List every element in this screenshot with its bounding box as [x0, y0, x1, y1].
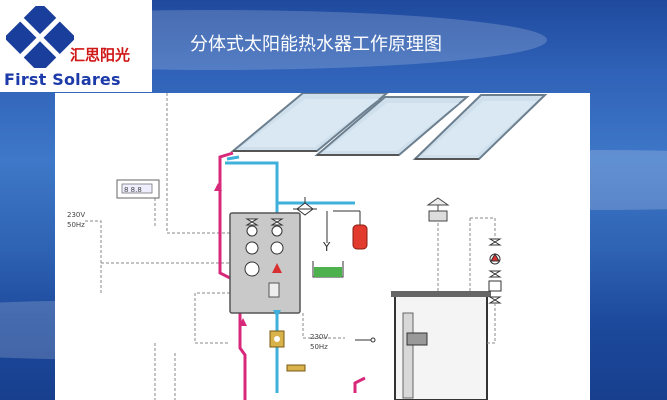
solar-collector-right	[412, 94, 548, 160]
pump-station	[229, 212, 301, 314]
solar-collector-middle	[314, 96, 470, 156]
heater-switch	[355, 337, 376, 343]
logo-chinese-name: 汇思阳光	[70, 46, 131, 64]
page-title: 分体式太阳能热水器工作原理图	[190, 34, 442, 55]
voltage-label-right: 230V	[310, 333, 328, 341]
safety-valve	[293, 197, 317, 216]
expansion-vessel	[333, 210, 368, 250]
solar-collector-left	[230, 93, 389, 152]
return-wire	[487, 303, 496, 344]
flow-meter	[269, 330, 285, 348]
outlet-valves	[488, 238, 502, 304]
drain-bucket: Y	[312, 211, 344, 278]
controller-display: 8 8.8	[124, 186, 142, 194]
hot-flow-arrows	[214, 183, 247, 326]
cold-flow-arrows	[273, 310, 281, 318]
temperature-controller: 8 8.8	[116, 179, 160, 199]
outlet-wire	[470, 217, 496, 239]
storage-tank	[391, 291, 491, 400]
diagram-canvas: 8 8.8 230V 50Hz	[67, 93, 548, 400]
power-wire-left	[85, 220, 102, 263]
control-wires	[100, 93, 471, 400]
voltage-label-left: 230V	[67, 211, 85, 219]
company-logo: 汇思阳光 First Solares	[0, 0, 152, 92]
mixing-valve-assembly	[426, 197, 450, 222]
frequency-label-right: 50Hz	[310, 343, 328, 351]
pipe-fitting	[286, 364, 306, 372]
logo-english-name: First Solares	[4, 70, 121, 89]
solar-panel-logo-icon	[6, 6, 74, 68]
system-diagram: 8 8.8 230V 50Hz	[55, 93, 590, 400]
svg-text:Y: Y	[322, 240, 331, 254]
check-valves	[245, 218, 284, 226]
frequency-label-left: 50Hz	[67, 221, 85, 229]
pump-icon	[272, 263, 282, 273]
